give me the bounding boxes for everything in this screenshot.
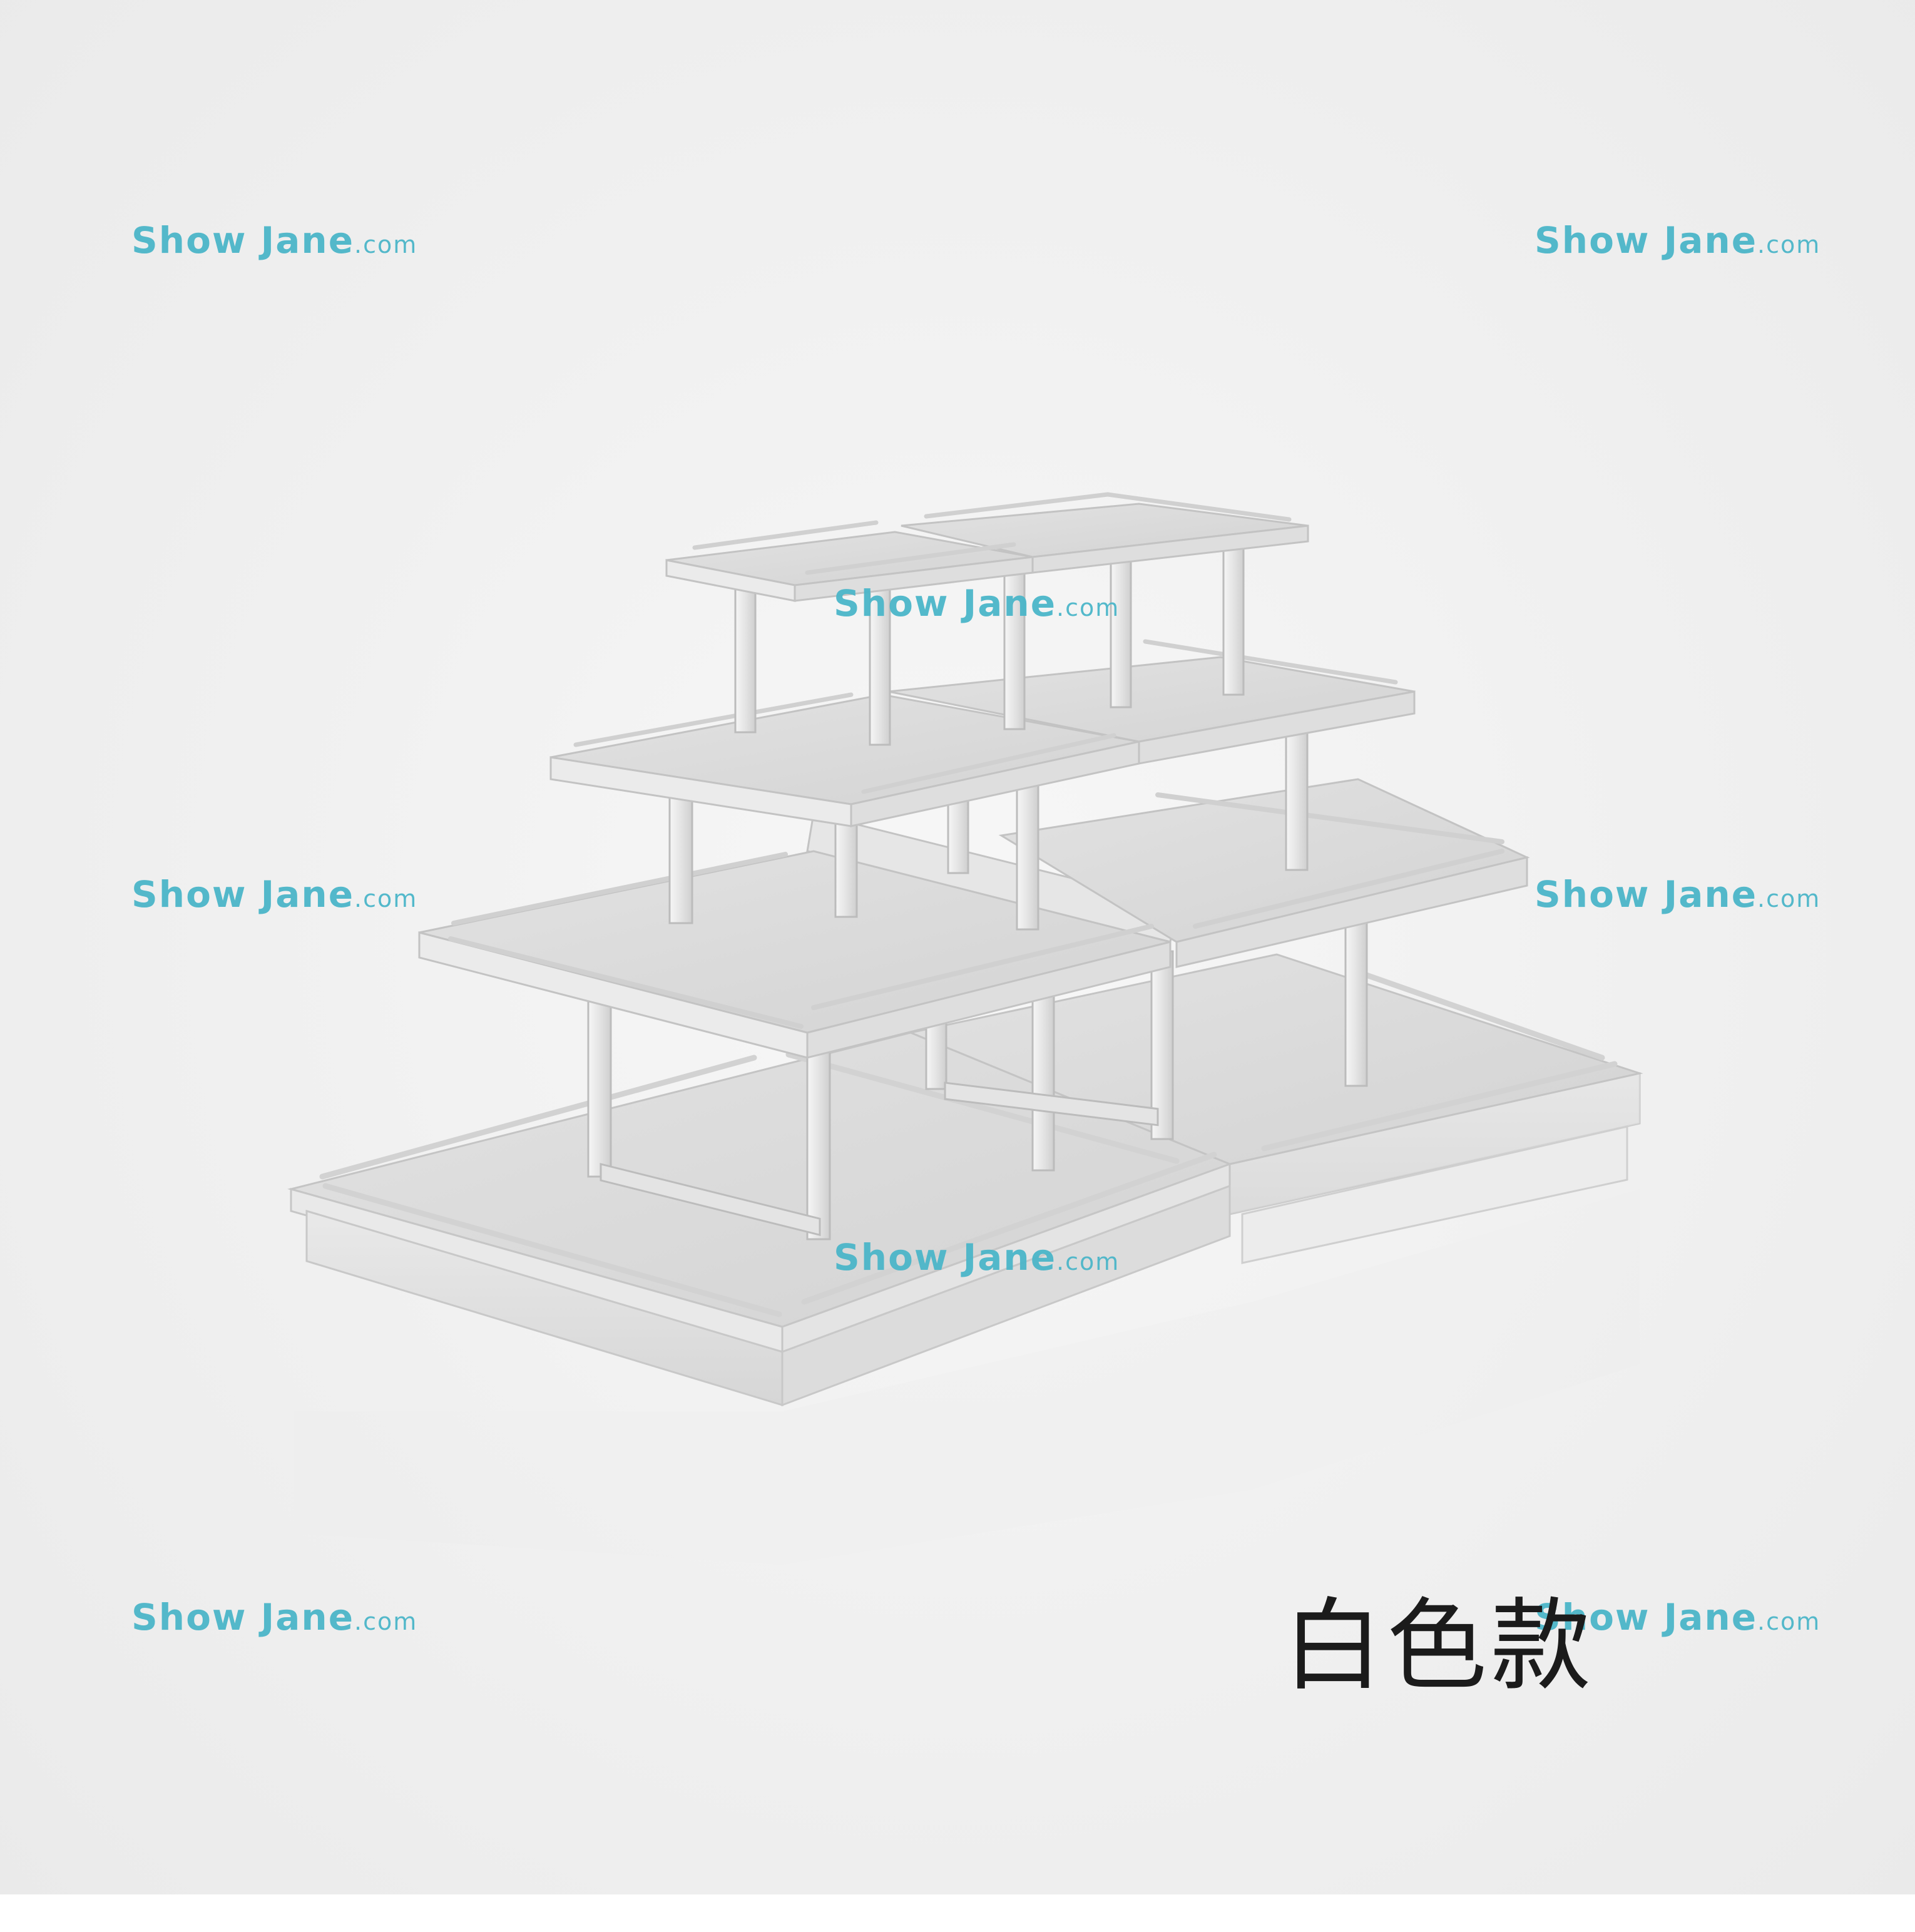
watermark: Show Jane.com [1535, 219, 1821, 262]
base-tier [287, 953, 1643, 1407]
base-rails [319, 970, 1618, 1317]
watermark: Show Jane.com [1535, 873, 1821, 916]
tier1-rails [448, 792, 1504, 1029]
tier1-shelf [418, 778, 1530, 1059]
tier3-shelf [665, 503, 1309, 602]
tier2-rails [573, 639, 1398, 794]
tier1-posts [587, 903, 1368, 1240]
tier3-posts [734, 543, 1245, 746]
watermark: Show Jane.com [131, 1596, 418, 1638]
watermark: Show Jane.com [1535, 1596, 1821, 1638]
tier2-posts [668, 725, 1309, 931]
watermark: Show Jane.com [834, 1236, 1120, 1279]
watermark: Show Jane.com [131, 219, 418, 262]
color-variant-caption: 白色款 [1283, 1587, 1595, 1704]
watermark: Show Jane.com [834, 582, 1120, 625]
floor-reflection [294, 1189, 1640, 1565]
watermark: Show Jane.com [131, 873, 418, 916]
tier3-rails [692, 492, 1292, 575]
